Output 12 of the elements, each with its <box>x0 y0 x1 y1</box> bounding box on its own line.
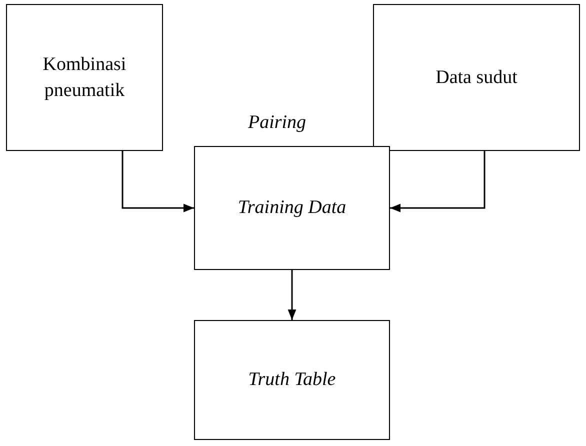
process-box <box>194 146 390 270</box>
box-label: Truth Table <box>248 368 336 392</box>
process-box <box>194 320 390 440</box>
arrow <box>288 270 296 320</box>
process-box <box>6 4 163 151</box>
arrow <box>122 151 194 212</box>
annotation-label: Pairing <box>248 112 306 134</box>
arrow <box>390 151 486 212</box>
box-label: Kombinasi pneumatik <box>42 52 128 102</box>
box-label: Training Data <box>238 196 346 220</box>
box-label: Data sudut <box>436 66 518 90</box>
process-box <box>373 4 580 151</box>
